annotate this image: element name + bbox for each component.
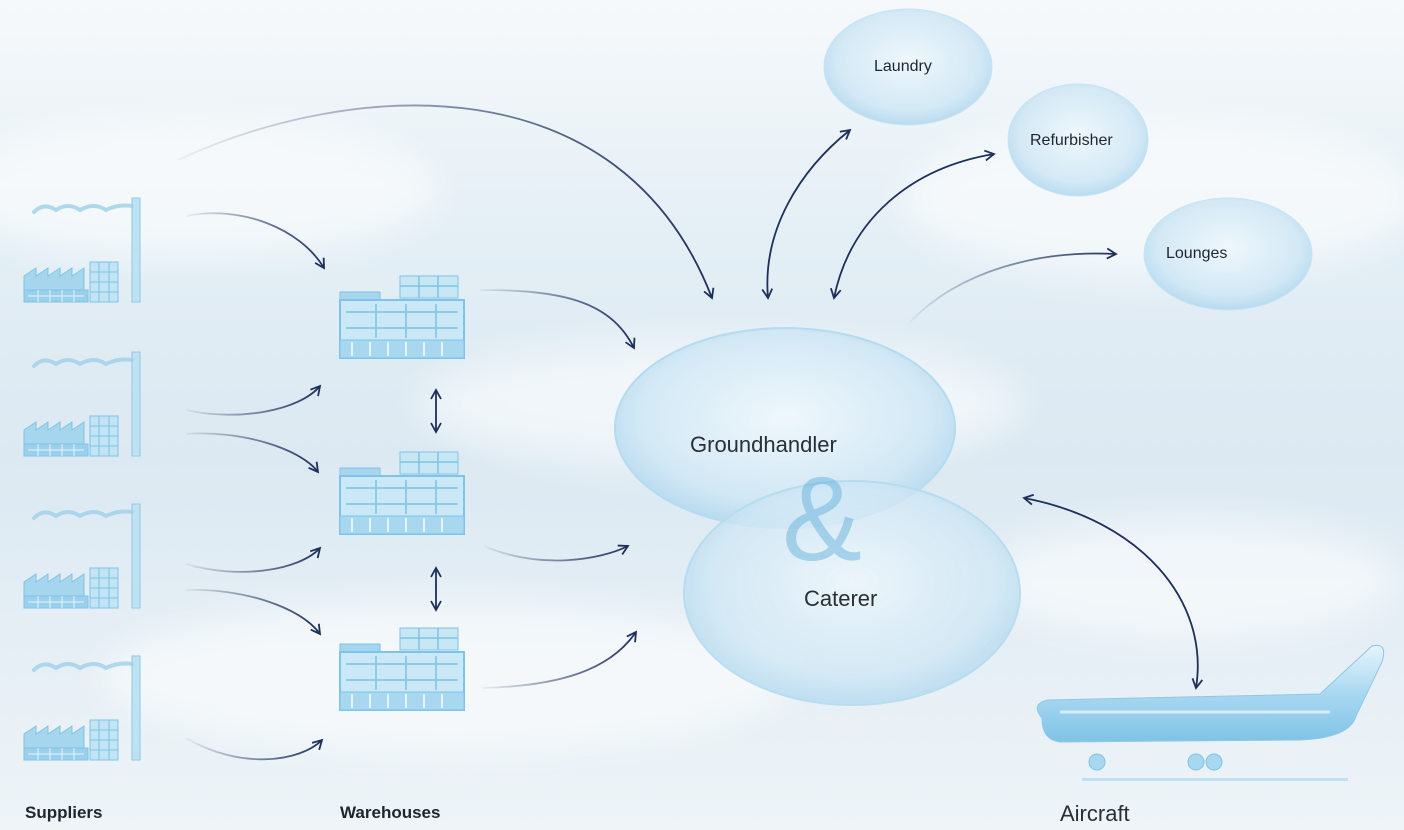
arrow-groundhandler-to-lounges (909, 247, 1118, 323)
warehouses-label: Warehouses (340, 803, 441, 822)
caterer-bubble (683, 480, 1021, 706)
arrow-groundhandler-refurbisher (830, 149, 996, 300)
arrow-supplier2-to-warehouse1 (185, 384, 322, 416)
groundhandler-label: Groundhandler (690, 432, 837, 457)
refurbisher-label: Refurbisher (1030, 132, 1113, 149)
arrow-warehouse1-to-groundhandler (479, 289, 636, 350)
supplier-factory-icon (22, 654, 142, 762)
arrow-supplier3-to-warehouse3 (185, 588, 322, 636)
aircraft-icon (1036, 644, 1385, 781)
supplier-factory-icon (22, 502, 142, 610)
arrow-supplier-to-groundhandler (177, 104, 715, 300)
arrow-supplier3-to-warehouse2 (185, 546, 322, 573)
warehouse-icon (339, 275, 465, 359)
warehouse-icon (339, 451, 465, 535)
arrow-supplier2-to-warehouse2 (185, 432, 320, 474)
supplier-factory-icon (22, 196, 142, 304)
laundry-bubble (823, 8, 993, 126)
arrow-caterer-aircraft (1022, 493, 1204, 690)
lounges-label: Lounges (1166, 245, 1228, 262)
arrow-supplier4-to-warehouse3 (185, 737, 324, 761)
arrow-supplier1-to-warehouse1 (185, 212, 325, 270)
arrow-warehouse3-to-caterer (481, 630, 638, 689)
lounges-bubble (1143, 197, 1313, 311)
laundry-label: Laundry (874, 58, 932, 75)
caterer-label: Caterer (804, 586, 878, 611)
refurbisher-bubble (1007, 83, 1149, 197)
ampersand-symbol: & (782, 452, 863, 586)
supplier-factory-icon (22, 350, 142, 458)
aircraft-label: Aircraft (1060, 801, 1130, 826)
suppliers-label: Suppliers (25, 803, 103, 822)
warehouse-icon (339, 627, 465, 711)
arrow-warehouse2-to-caterer (483, 544, 630, 562)
arrow-groundhandler-laundry (761, 128, 852, 300)
